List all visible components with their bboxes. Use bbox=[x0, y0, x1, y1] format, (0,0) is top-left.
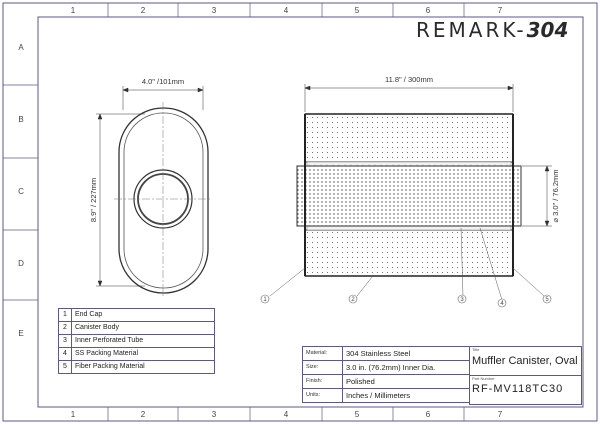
oval-width-dimension bbox=[122, 86, 204, 110]
callout-1: 1 bbox=[260, 294, 270, 304]
callout-3: 3 bbox=[457, 294, 467, 304]
part-name: End Cap bbox=[71, 308, 215, 322]
column-label-top: 6 bbox=[426, 6, 431, 15]
oval-height-label: 8.9" / 227mm bbox=[89, 178, 98, 222]
column-label-bottom: 5 bbox=[355, 410, 360, 419]
title-cell: Title Muffler Canister, Oval bbox=[469, 346, 582, 376]
callout-circle bbox=[260, 294, 270, 304]
column-label-top: 4 bbox=[284, 6, 289, 15]
title-block: Title Muffler Canister, Oval Part Number… bbox=[469, 346, 582, 405]
brand-word: REMARK- bbox=[416, 18, 527, 42]
row-label: D bbox=[18, 259, 24, 268]
column-label-bottom: 4 bbox=[284, 410, 289, 419]
brand-logo: REMARK-304 bbox=[416, 18, 568, 42]
row-ticks bbox=[3, 84, 38, 301]
part-name: SS Packing Material bbox=[71, 347, 215, 361]
row-label: E bbox=[18, 329, 23, 338]
inner-diameter-label: ⌀ 3.0" / 76.2mm bbox=[551, 169, 560, 222]
column-label-bottom: 3 bbox=[212, 410, 217, 419]
body-length-label: 11.8" / 300mm bbox=[385, 75, 433, 84]
column-label-bottom: 1 bbox=[71, 410, 76, 419]
part-name: Inner Perforated Tube bbox=[71, 334, 215, 348]
part-index: 1 bbox=[58, 308, 72, 322]
spec-value: 304 Stainless Steel bbox=[342, 346, 470, 361]
callout-5: 5 bbox=[542, 294, 552, 304]
spec-value: Inches / Millimeters bbox=[342, 388, 470, 403]
oval-width-label: 4.0" /101mm bbox=[142, 77, 184, 86]
inner-border bbox=[37, 16, 584, 408]
part-name: Canister Body bbox=[71, 321, 215, 335]
callout-number: 4 bbox=[500, 301, 504, 307]
spec-row: Units:Inches / Millimeters bbox=[302, 388, 470, 403]
callout-circle bbox=[457, 294, 467, 304]
spec-key: Units: bbox=[302, 388, 343, 403]
brand-number: 304 bbox=[526, 18, 569, 42]
callout-number: 3 bbox=[460, 297, 464, 303]
callout-number: 2 bbox=[351, 297, 355, 303]
part-index: 2 bbox=[58, 321, 72, 335]
callout-2: 2 bbox=[348, 294, 358, 304]
column-label-top: 3 bbox=[212, 6, 217, 15]
inner-diameter-dimension bbox=[522, 165, 552, 227]
part-number-label: Part Number bbox=[472, 376, 495, 381]
part-number-cell: Part Number RF-MV118TC30 bbox=[469, 376, 582, 405]
spec-row: Finish:Polished bbox=[302, 374, 470, 389]
spec-value: Polished bbox=[342, 374, 470, 389]
callout-circle bbox=[497, 298, 507, 308]
callout-circle bbox=[348, 294, 358, 304]
column-label-top: 7 bbox=[498, 6, 503, 15]
part-index: 5 bbox=[58, 360, 72, 374]
callout-number: 1 bbox=[263, 297, 267, 303]
column-label-top: 2 bbox=[141, 6, 146, 15]
canister-side-section bbox=[296, 113, 522, 277]
column-label-top: 1 bbox=[71, 6, 76, 15]
callout-leaders bbox=[269, 227, 545, 301]
part-number: RF-MV118TC30 bbox=[472, 383, 564, 395]
title-label: Title bbox=[472, 347, 480, 352]
row-label: B bbox=[18, 115, 23, 124]
part-name: Fiber Packing Material bbox=[71, 360, 215, 374]
column-label-top: 5 bbox=[355, 6, 360, 15]
row-label: A bbox=[18, 43, 24, 52]
column-label-bottom: 6 bbox=[426, 410, 431, 419]
column-label-bottom: 2 bbox=[141, 410, 146, 419]
spec-row: Size:3.0 in. (76.2mm) Inner Dia. bbox=[302, 360, 470, 375]
row-label: C bbox=[18, 187, 24, 196]
callout-bubbles: 1 2 3 4 5 bbox=[260, 294, 552, 308]
column-ticks bbox=[107, 3, 465, 421]
callout-number: 5 bbox=[545, 297, 549, 303]
oval-height-dimension bbox=[96, 113, 145, 287]
spec-row: Material:304 Stainless Steel bbox=[302, 346, 470, 361]
callout-circle bbox=[542, 294, 552, 304]
spec-key: Material: bbox=[302, 346, 343, 361]
body-length-dimension bbox=[304, 84, 514, 112]
spec-key: Size: bbox=[302, 360, 343, 375]
part-index: 4 bbox=[58, 347, 72, 361]
part-index: 3 bbox=[58, 334, 72, 348]
column-label-bottom: 7 bbox=[498, 410, 503, 419]
callout-4: 4 bbox=[497, 298, 507, 308]
drawing-title: Muffler Canister, Oval bbox=[472, 355, 578, 367]
spec-key: Finish: bbox=[302, 374, 343, 389]
oval-end-view bbox=[114, 102, 212, 298]
spec-value: 3.0 in. (76.2mm) Inner Dia. bbox=[342, 360, 470, 375]
